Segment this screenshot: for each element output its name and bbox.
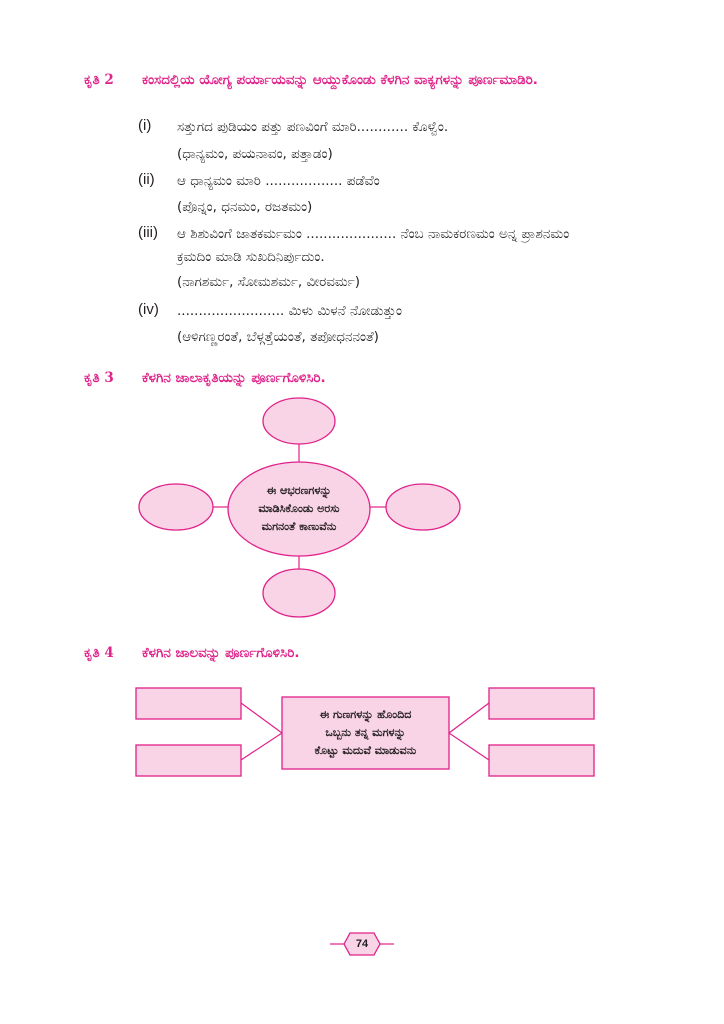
- item-2-label: (ii): [138, 171, 155, 188]
- answer-box-top-left[interactable]: [135, 687, 242, 720]
- task-2-number: ಕೃತಿ 2: [84, 72, 114, 88]
- item-4-label: (iv): [138, 301, 159, 318]
- item-2-sentence: ಆ ಧಾನ್ಯಮಂ ಮಾರಿ .................. ಪಡೆವೆಂ: [177, 173, 380, 189]
- answer-oval-bottom[interactable]: [262, 568, 336, 618]
- item-1-options: (ಧಾನ್ಯಮಂ, ಪಯನಾವಂ, ಪತ್ತಾಡಂ): [177, 146, 333, 162]
- network-center-text: ಈ ಗುಣಗಳನ್ನು ಹೊಂದಿದ ಒಬ್ಬನು ತನ್ನ ಮಗಳನ್ನು ಕ…: [314, 708, 417, 757]
- page-number: 74: [355, 938, 369, 950]
- item-1-sentence: ಸತ್ತುಗದ ಪುಡಿಯಂ ಪತ್ತು ಪಣವಿಂಗೆ ಮಾರಿ.......…: [177, 119, 449, 135]
- item-1-label: (i): [138, 117, 152, 134]
- item-3-sentence: ಆ ಶಿಶುವಿಂಗೆ ಜಾತಕರ್ಮಮಂ ..................…: [177, 226, 570, 242]
- connector-left-pair: [240, 702, 284, 761]
- page-number-badge: [330, 932, 394, 956]
- answer-box-bottom-left[interactable]: [135, 744, 242, 777]
- item-3-label: (iii): [138, 224, 158, 241]
- center-box: [281, 696, 450, 770]
- answer-box-top-right[interactable]: [488, 687, 595, 720]
- task-3-instruction: ಕೆಳಗಿನ ಜಾಲಾಕೃತಿಯನ್ನು ಪೂರ್ಣಗೊಳಿಸಿರಿ.: [142, 370, 326, 386]
- task-2-instruction: ಕಂಸದಲ್ಲಿಯ ಯೋಗ್ಯ ಪರ್ಯಾಯವನ್ನು ಆಯ್ದುಕೊಂಡು ಕ…: [142, 72, 538, 88]
- item-3-sentence-cont: ಕ್ರಮದಿಂ ಮಾಡಿ ಸುಖದಿನಿರ್ಪುದುಂ.: [177, 249, 325, 265]
- item-4-options: (ಆಳಿಗಣ್ಣರಂತೆ, ಬೆಳ್ಗತ್ತೆಯಂತೆ, ತಪೋಧನನಂತೆ): [177, 329, 379, 345]
- answer-oval-top[interactable]: [262, 397, 336, 445]
- web-center-text: ಈ ಆಭರಣಗಳನ್ನು ಮಾಡಿಸಿಕೊಂಡು ಅರಸು ಮಗನಂತೆ ಕಾಣ…: [258, 484, 340, 533]
- answer-oval-right[interactable]: [385, 483, 461, 531]
- task-3-number: ಕೃತಿ 3: [84, 370, 114, 386]
- task-3-web-diagram: [138, 397, 461, 618]
- center-oval: [227, 461, 371, 557]
- item-2-options: (ಪೊನ್ನಂ, ಧನಮಂ, ರಜತಮಂ): [177, 199, 313, 215]
- item-3-options: (ನಾಗಶರ್ಮ, ಸೋಮಶರ್ಮ, ವೀರವರ್ಮ): [177, 274, 361, 290]
- answer-box-bottom-right[interactable]: [488, 744, 595, 777]
- task-4-instruction: ಕೆಳಗಿನ ಜಾಲವನ್ನು ಪೂರ್ಣಗೊಳಿಸಿರಿ.: [142, 645, 300, 661]
- connector-right-pair: [447, 702, 490, 761]
- task-4-number: ಕೃತಿ 4: [84, 645, 114, 661]
- task-3-heading: ಕೃತಿ 3 ಕೆಳಗಿನ ಜಾಲಾಕೃತಿಯನ್ನು ಪೂರ್ಣಗೊಳಿಸಿರಿ…: [84, 370, 326, 386]
- task-4-heading: ಕೃತಿ 4 ಕೆಳಗಿನ ಜಾಲವನ್ನು ಪೂರ್ಣಗೊಳಿಸಿರಿ.: [84, 645, 299, 661]
- item-4-sentence: ......................... ಮಿಳು ಮಿಳನೆ ನೋಡ…: [177, 303, 402, 319]
- task-4-network-diagram: [135, 687, 595, 777]
- answer-oval-left[interactable]: [138, 483, 214, 531]
- task-2-heading: ಕೃತಿ 2 ಕಂಸದಲ್ಲಿಯ ಯೋಗ್ಯ ಪರ್ಯಾಯವನ್ನು ಆಯ್ದುಕ…: [84, 72, 538, 88]
